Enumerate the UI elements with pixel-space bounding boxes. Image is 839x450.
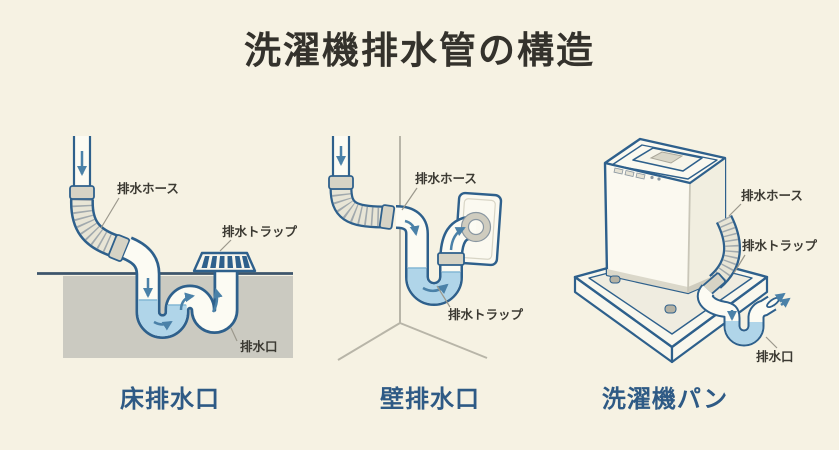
caption-floor-drain: 床排水口 <box>120 384 220 413</box>
hose-coupling-end <box>378 204 396 230</box>
inlet-pipe <box>331 136 351 178</box>
trap-water <box>725 321 763 345</box>
leader-line <box>728 203 742 217</box>
leader-line <box>765 336 778 349</box>
caption-machine-pan: 洗濯機パン <box>601 384 729 413</box>
wall-corner-lines <box>337 136 488 361</box>
label-drain-hose: 排水ホース <box>415 171 477 186</box>
flow-arrow-up <box>211 288 223 313</box>
hose-coupling-bottom <box>107 234 131 262</box>
floor-grate <box>192 251 257 273</box>
label-drain-trap: 排水トラップ <box>222 224 298 239</box>
label-drain-trap: 排水トラップ <box>742 238 818 253</box>
caption-wall-drain: 壁排水口 <box>380 384 480 413</box>
trap-water <box>407 268 461 304</box>
flow-arrow-curve <box>179 292 195 311</box>
leader-line <box>401 187 418 211</box>
hose-coupling-top <box>69 185 95 200</box>
leader-line <box>733 254 746 274</box>
label-drain-trap: 排水トラップ <box>448 307 524 322</box>
flow-arrow-out <box>774 292 786 303</box>
machine-control-panel <box>613 167 661 181</box>
floor-drain-diagram: 排水ホース 排水トラップ 排水口 <box>37 136 298 358</box>
drain-trap-pipe <box>696 284 780 347</box>
washing-machine <box>603 137 727 314</box>
leader-line <box>230 327 238 342</box>
flow-arrow-curve <box>422 283 449 294</box>
machine-front-edge <box>687 182 691 294</box>
flow-arrow-curve <box>404 219 420 236</box>
label-drain-hose: 排水ホース <box>117 181 179 196</box>
label-drain-outlet: 排水口 <box>240 339 278 354</box>
trap-nut <box>437 252 465 266</box>
label-drain-outlet: 排水口 <box>756 349 794 364</box>
hose-coupling-top <box>328 175 354 190</box>
wall-flange <box>460 211 492 243</box>
label-drain-hose: 排水ホース <box>741 188 803 203</box>
drain-hose <box>329 187 385 229</box>
inlet-pipe <box>72 136 92 187</box>
leader-line <box>100 197 120 229</box>
page-title: 洗濯機排水管の構造 <box>244 28 595 72</box>
flow-arrow-curve <box>153 320 173 331</box>
leader-line <box>436 285 451 308</box>
machine-pan-diagram: 排水ホース 排水トラップ 排水口 <box>573 137 818 364</box>
flow-arrow-up <box>449 226 466 251</box>
machine-top-rim <box>611 144 718 180</box>
machine-lid-window <box>649 151 684 164</box>
drain-hose <box>69 198 120 258</box>
wall-drain-diagram: 排水ホース 排水トラップ <box>328 136 524 361</box>
flow-arrow-out <box>779 297 791 308</box>
leader-line <box>219 239 232 252</box>
